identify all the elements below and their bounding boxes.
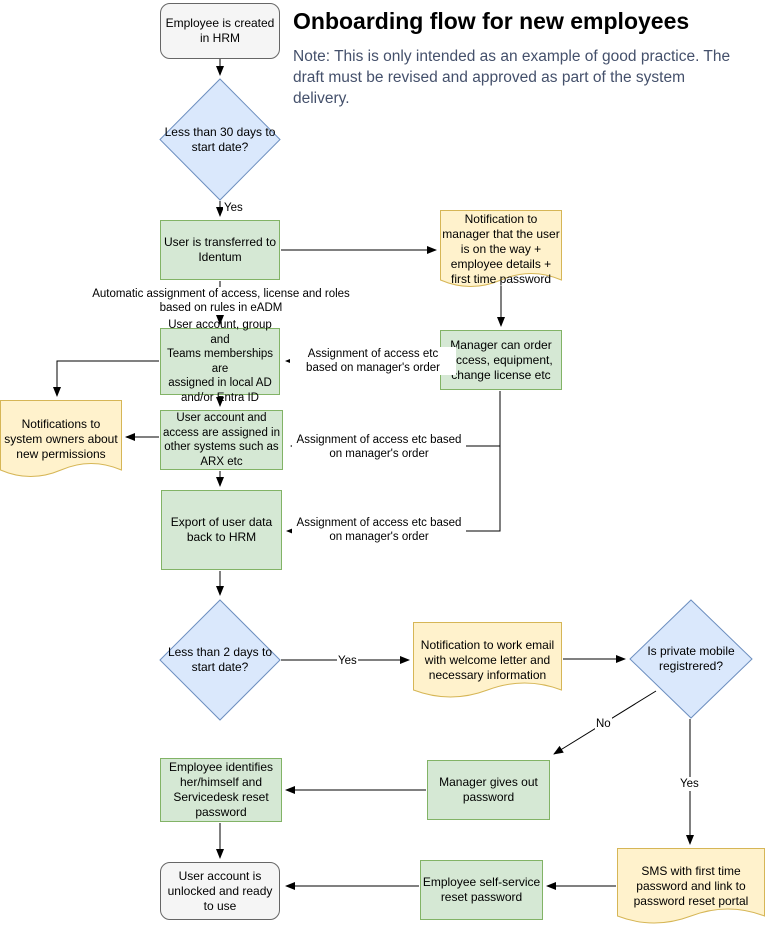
node-export-hrm[interactable]: Export of user data back to HRM [161, 490, 282, 570]
edge-label-yes-30days: Yes [223, 201, 244, 215]
node-unlocked[interactable]: User account is unlocked and ready to us… [160, 862, 280, 920]
node-dmobile[interactable]: Is private mobile registrered? [629, 599, 753, 719]
node-export-hrm-label: Export of user data back to HRM [170, 515, 273, 544]
node-employee-id[interactable]: Employee identifies her/himself and Serv… [160, 758, 282, 822]
node-notif-owners-label: Notifications to system owners about new… [4, 417, 118, 461]
document-shape [0, 400, 122, 477]
edge-label-assign-export: Assignment of access etc based on manage… [292, 516, 466, 544]
edge-label-no-mobile: No [595, 717, 612, 731]
edge-ad-to-notif-owners [53, 360, 159, 397]
node-notif-owners[interactable]: Notifications to system owners about new… [0, 400, 122, 486]
edge-label-yes-2days: Yes [337, 654, 358, 668]
node-sms[interactable]: SMS with first time password and link to… [617, 848, 765, 932]
edge-label-auto-assignment: Automatic assignment of access, license … [88, 287, 354, 315]
edge-label-assign-ad: Assignment of access etc based on manage… [290, 347, 456, 375]
node-unlocked-label: User account is unlocked and ready to us… [167, 868, 273, 913]
node-start[interactable]: Employee is created in HRM [160, 3, 280, 59]
document-shape [440, 210, 562, 287]
diamond-shape [159, 599, 281, 721]
node-notif-email[interactable]: Notification to work email with welcome … [413, 622, 562, 706]
node-d30days-label: Less than 30 days to start date? [164, 124, 276, 154]
node-ad[interactable]: User account, group and Teams membership… [160, 319, 280, 404]
node-d2days[interactable]: Less than 2 days to start date? [159, 599, 281, 721]
edge-label-yes-mobile: Yes [679, 777, 700, 791]
node-manager-password[interactable]: Manager gives out password [427, 760, 550, 820]
edge-manager-order-to-export [286, 391, 501, 535]
document-shape [617, 848, 765, 924]
diamond-shape [159, 78, 281, 201]
page-title: Onboarding flow for new employees [293, 8, 690, 34]
node-dmobile-label: Is private mobile registrered? [647, 644, 735, 673]
node-manager-order-label: Manager can order access, equipment, cha… [449, 337, 553, 382]
node-identum-label: User is transferred to Identum [163, 235, 277, 264]
node-self-service-label: Employee self-service reset password [422, 875, 541, 904]
node-arx-label: User account and access are assigned in … [163, 412, 280, 468]
node-ad-label: User account, group and Teams membership… [166, 319, 274, 404]
node-arx[interactable]: User account and access are assigned in … [160, 410, 283, 470]
node-notif-email-label: Notification to work email with welcome … [420, 638, 555, 682]
document-shape [413, 622, 562, 698]
node-employee-id-label: Employee identifies her/himself and Serv… [168, 760, 274, 819]
node-self-service[interactable]: Employee self-service reset password [420, 860, 543, 920]
node-d30days[interactable]: Less than 30 days to start date? [159, 78, 281, 201]
node-d2days-label: Less than 2 days to start date? [167, 645, 273, 674]
node-manager-order[interactable]: Manager can order access, equipment, cha… [440, 330, 562, 390]
node-identum[interactable]: User is transferred to Identum [160, 220, 280, 280]
node-start-label: Employee is created in HRM [165, 16, 275, 45]
node-manager-password-label: Manager gives out password [439, 775, 538, 804]
node-notif-manager[interactable]: Notification to manager that the user is… [440, 210, 562, 296]
diamond-shape [629, 599, 753, 719]
edge-label-assign-arx: Assignment of access etc based on manage… [292, 433, 466, 461]
page-note: Note: This is only intended as an exampl… [293, 48, 731, 107]
node-notif-manager-label: Notification to manager that the user is… [442, 212, 560, 286]
node-sms-label: SMS with first time password and link to… [633, 864, 749, 908]
